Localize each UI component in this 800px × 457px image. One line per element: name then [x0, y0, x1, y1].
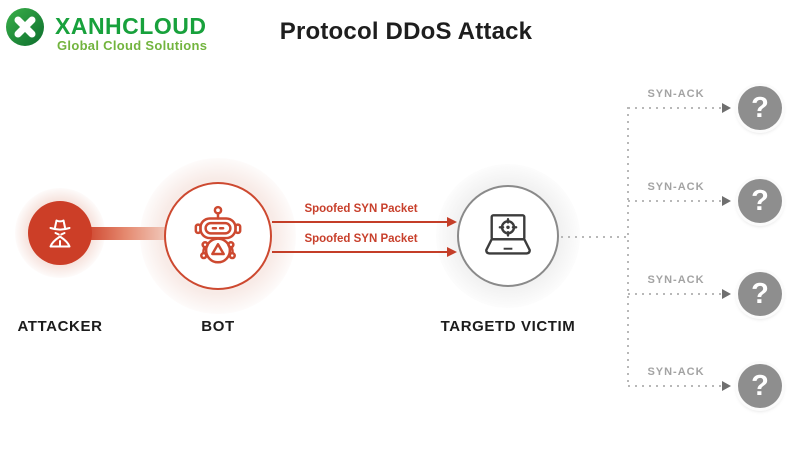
packet-arrow-2	[272, 251, 448, 253]
synack-label-1: SYN-ACK	[647, 88, 705, 100]
response-arrowhead-1	[722, 103, 731, 113]
logo-tagline-text: Global Cloud Solutions	[57, 38, 208, 53]
robot-icon	[185, 203, 251, 269]
fanout-vertical-line	[627, 107, 629, 387]
attacker-label: ATTACKER	[17, 318, 103, 335]
response-line-1	[628, 107, 722, 109]
response-arrowhead-4	[722, 381, 731, 391]
synack-label-3: SYN-ACK	[647, 274, 705, 286]
laptop-target-icon	[477, 211, 539, 261]
response-line-4	[628, 385, 722, 387]
logo-x-icon	[5, 7, 45, 47]
logo-brand-text: XANHCLOUD	[55, 13, 207, 39]
victim-node	[457, 185, 559, 287]
packet-arrowhead-2	[447, 247, 457, 257]
attacker-node	[28, 201, 92, 265]
victim-branch-line	[561, 236, 627, 238]
response-line-3	[628, 293, 722, 295]
synack-label-4: SYN-ACK	[647, 366, 705, 378]
page-title: Protocol DDoS Attack	[279, 18, 533, 45]
response-line-2	[628, 200, 722, 202]
packet-arrow-1	[272, 221, 448, 223]
packet-arrowhead-1	[447, 217, 457, 227]
unknown-host-2: ?	[738, 179, 782, 223]
response-arrowhead-2	[722, 196, 731, 206]
bot-node	[164, 182, 272, 290]
unknown-host-1: ?	[738, 86, 782, 130]
packet-label-1: Spoofed SYN Packet	[304, 203, 418, 215]
synack-label-2: SYN-ACK	[647, 181, 705, 193]
victim-label: TARGETD VICTIM	[440, 318, 576, 335]
packet-label-2: Spoofed SYN Packet	[304, 233, 418, 245]
unknown-host-3: ?	[738, 272, 782, 316]
spy-icon	[40, 213, 80, 253]
response-arrowhead-3	[722, 289, 731, 299]
brand-logo: XANHCLOUD Global Cloud Solutions	[5, 6, 235, 54]
bot-label: BOT	[201, 318, 235, 335]
unknown-host-4: ?	[738, 364, 782, 408]
